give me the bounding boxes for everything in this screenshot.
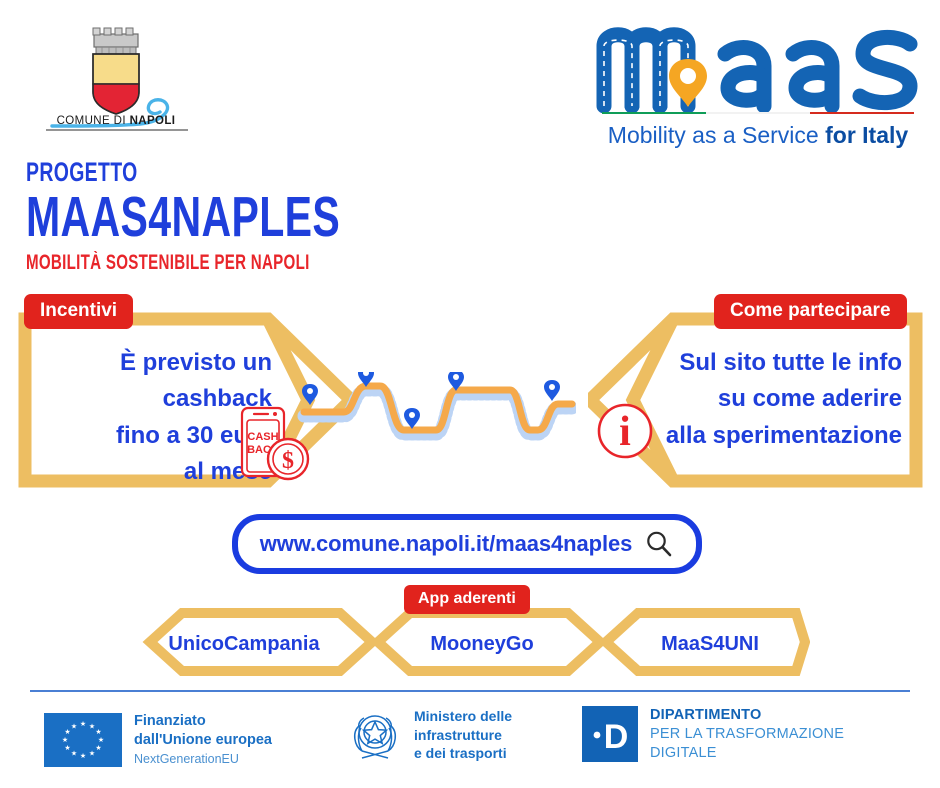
partecipare-line-3: alla sperimentazione [665, 421, 902, 449]
comune-di-napoli-logo [46, 27, 188, 131]
app-label-unicocampania[interactable]: UnicoCampania [168, 633, 320, 655]
dtd-logo-icon: D [582, 706, 638, 763]
svg-text:★: ★ [80, 752, 86, 760]
badge-incentivi: Incentivi [24, 294, 134, 329]
road-dashes [603, 39, 689, 106]
svg-text:★: ★ [89, 749, 95, 757]
location-pin-icon [669, 59, 707, 107]
maas-letters [717, 29, 918, 114]
search-icon[interactable] [644, 529, 674, 559]
comune-di-napoli-caption: COMUNE DI NAPOLI [36, 115, 196, 127]
incentivi-line-1: È previsto un cashback [119, 349, 272, 413]
app-label-maas4uni[interactable]: MaaS4UNI [661, 633, 759, 655]
footer-logo-mit: Ministero delle infrastrutture e dei tra… [348, 706, 512, 764]
dtd-line-1: DIPARTIMENTO [650, 707, 762, 723]
footer-logo-eu: ★ ★ ★ ★ ★ ★ ★ ★ ★ ★ ★ ★ Finanziato dall'… [44, 712, 272, 767]
shield-icon [92, 53, 140, 115]
caption-prefix: COMUNE DI [56, 115, 130, 127]
svg-text:★: ★ [95, 744, 101, 752]
mit-line-1: Ministero delle [414, 707, 513, 724]
badge-come-partecipare: Come partecipare [714, 294, 907, 329]
dtd-line-3: DIGITALE [650, 744, 717, 761]
page-title: MAAS4NAPLES [26, 185, 341, 250]
eu-flag-icon: ★ ★ ★ ★ ★ ★ ★ ★ ★ ★ ★ ★ [44, 712, 122, 767]
svg-text:★: ★ [89, 722, 95, 730]
cashback-coin-symbol: $ [282, 448, 294, 474]
svg-text:★: ★ [64, 728, 70, 736]
mit-line-3: e dei trasporti [414, 745, 507, 762]
map-pins [302, 372, 560, 429]
partecipare-line-1: Sul sito tutte le info [679, 349, 902, 376]
info-glyph: i [619, 409, 631, 455]
incentivi-text: È previsto un cashback fino a 30 euro al… [32, 345, 272, 491]
tagline-bold: for Italy [825, 122, 909, 148]
project-title-block: PROGETTO MAAS4NAPLES MOBILITÀ SOSTENIBIL… [26, 158, 462, 275]
partecipare-line-2: su come aderire [717, 385, 902, 413]
wave-icon [50, 98, 170, 128]
maas-tagline: Mobility as a Service for Italy [588, 122, 928, 149]
app-label-mooneygo[interactable]: MooneyGo [430, 633, 534, 655]
svg-text:★: ★ [80, 720, 86, 728]
svg-text:★: ★ [98, 736, 104, 744]
svg-text:★: ★ [71, 749, 77, 757]
incentivi-line-2: fino a 30 euro [115, 421, 272, 449]
tagline-normal: Mobility as a Service [607, 122, 826, 148]
footer-logo-dtd: D DIPARTIMENTO PER LA TRASFORMAZIONE DIG… [582, 706, 844, 763]
svg-text:★: ★ [71, 722, 77, 730]
caption-bold: NAPOLI [129, 115, 176, 127]
footer-divider [30, 690, 910, 692]
maas-logo [596, 27, 918, 114]
svg-text:★: ★ [62, 736, 68, 744]
badge-app-aderenti: App aderenti [404, 585, 530, 614]
dtd-mark-letter: D [604, 718, 629, 756]
dtd-line-2: PER LA TRASFORMAZIONE [650, 725, 845, 742]
mit-line-2: infrastrutture [414, 726, 502, 743]
come-partecipare-text: Sul sito tutte le info su come aderire a… [630, 345, 902, 454]
title-kicker: PROGETTO [26, 157, 138, 187]
url-text: www.comune.napoli.it/maas4naples [259, 531, 633, 556]
eu-line-1: Finanziato [134, 713, 206, 729]
svg-text:★: ★ [95, 728, 101, 736]
website-url-bar[interactable]: www.comune.napoli.it/maas4naples [232, 514, 702, 574]
cashback-phone-icon: CASH BACK $ [240, 406, 310, 481]
crown-icon [92, 27, 139, 55]
svg-text:★: ★ [64, 744, 70, 752]
incentivi-line-3: al mese [183, 458, 272, 486]
eu-line-2: dall'Unione europea [134, 731, 272, 748]
cashback-icon-line1: CASH [247, 431, 278, 443]
info-circle-icon: i [597, 403, 653, 459]
app-chevron-2[interactable] [598, 608, 810, 676]
repubblica-italiana-emblem-icon [354, 715, 396, 759]
eu-line-3: NextGenerationEU [134, 752, 239, 767]
italian-flag-bar [602, 112, 914, 114]
road-connector [297, 372, 576, 441]
title-subtitle: MOBILITÀ SOSTENIBILE PER NAPOLI [26, 251, 310, 275]
